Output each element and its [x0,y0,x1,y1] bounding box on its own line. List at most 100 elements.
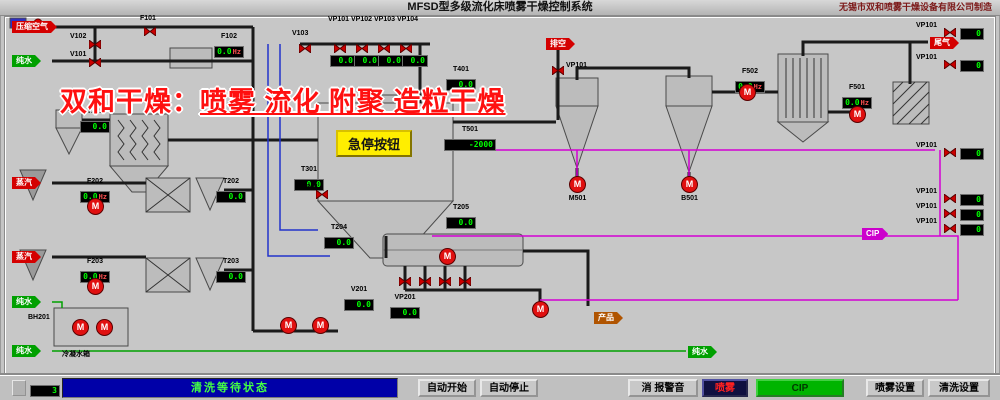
instrument-tag-label: T401 [453,66,469,73]
lcd-value: 0.0 [336,238,351,247]
instrument-tag-label: T201 [87,108,103,115]
valve-icon[interactable] [943,144,957,158]
lcd-value: 0.0 [845,98,860,107]
lcd-value: 0.0 [228,272,243,281]
valve-icon[interactable] [418,273,432,287]
valve-icon[interactable] [377,40,391,54]
valve-label: BH201 [28,314,50,321]
lcd-value: 0 [976,61,981,70]
instrument-T501: T501-2000 [444,126,496,152]
lcd-display: 0.0 [216,191,246,203]
valve-icon[interactable] [943,24,957,38]
valve-icon[interactable] [551,62,565,76]
flow-tag: CIP [862,228,888,240]
valve-icon[interactable] [458,273,472,287]
valve-icon[interactable] [398,273,412,287]
lcd-display: 0.0Hz [214,46,244,58]
instrument-display: 0 [960,204,984,222]
valve-icon[interactable] [943,220,957,234]
lcd-display: 0 [960,209,984,221]
emergency-stop-button[interactable]: 急停按钮 [336,130,413,157]
lcd-display: 0.0 [446,79,476,91]
pump-motor[interactable]: M [312,317,329,334]
auto-stop-button[interactable]: 自动停止 [480,379,538,397]
valve-icon[interactable] [333,40,347,54]
valve-icon[interactable] [88,36,102,50]
lcd-display: 0 [960,148,984,160]
pump-motor[interactable]: M [439,248,456,265]
valve-label: VP101 [566,62,588,69]
pump-motor[interactable]: M [87,278,104,295]
lcd-display: 0.0 [80,121,110,133]
clean-settings-button[interactable]: 清洗设置 [928,379,990,397]
lcd-value: 0.0 [458,218,473,227]
valve-label: V103 [292,30,309,37]
instrument-tag-label: VP201 [394,294,416,301]
pump-motor[interactable]: M [849,106,866,123]
lcd-value: 0.0 [356,300,371,309]
pump-motor[interactable]: M [739,84,756,101]
lcd-value: 0.0 [83,192,98,201]
valve-icon[interactable] [315,186,329,200]
pump-motor[interactable]: M [96,319,113,336]
flow-tag: 纯水 [12,55,41,67]
instrument-display: 0.0 [354,50,380,68]
lcd-value: -2000 [468,140,493,149]
valve-label: VP101 [916,54,938,61]
step-counter-lcd: 3 [30,385,60,397]
cip-mode-button[interactable]: CIP [756,379,844,397]
valve-label: VP103 [374,16,396,23]
lcd-value: 0.0 [338,56,353,65]
valve-label: VP101 [916,203,938,210]
spray-settings-button[interactable]: 喷雾设置 [866,379,924,397]
lcd-value: 0.0 [386,56,401,65]
lcd-display: 0.0 [390,307,420,319]
lcd-display: 0 [960,28,984,40]
valve-icon[interactable] [399,40,413,54]
lcd-display: 0 [960,224,984,236]
valve-icon[interactable] [143,23,157,37]
auto-start-button[interactable]: 自动开始 [418,379,476,397]
valve-icon[interactable] [943,190,957,204]
lcd-display: 0 [960,60,984,72]
pump-motor[interactable]: M [280,317,297,334]
valve-icon[interactable] [943,56,957,70]
lcd-display: 0.0 [344,299,374,311]
lcd-display: 0.0 [324,237,354,249]
lcd-unit: Hz [98,273,107,281]
valve-icon[interactable] [298,40,312,54]
pump-motor[interactable]: M [532,301,549,318]
instrument-tag-label: F501 [849,84,865,91]
instrument-tag-label: F203 [87,258,103,265]
lcd-display: 0.0 [216,271,246,283]
flow-tag: 产品 [594,312,623,324]
lcd-value: 0 [976,149,981,158]
valve-icon[interactable] [438,273,452,287]
instrument-tag-label: T301 [301,166,317,173]
valve-label: VP101 [916,218,938,225]
valve-label: VP101 [328,16,350,23]
spray-mode-button[interactable]: 喷雾 [702,379,748,397]
valve-icon[interactable] [355,40,369,54]
instrument-display: 0 [960,55,984,73]
status-message-bar: 清洗等待状态 [62,378,398,398]
instrument-display: 0 [960,189,984,207]
valve-label: VP102 [351,16,373,23]
pump-motor[interactable]: M [87,198,104,215]
lcd-unit: Hz [98,193,107,201]
mute-alarm-button[interactable]: 消 报警音 [628,379,698,397]
pump-motor[interactable]: M [72,319,89,336]
valve-icon[interactable] [943,205,957,219]
valve-icon[interactable] [88,54,102,68]
instrument-tag-label: V201 [350,286,368,293]
lcd-unit: Hz [753,83,762,91]
valve-label: V102 [70,33,87,40]
lcd-value: 0.0 [217,47,232,56]
lcd-value: 0.0 [228,192,243,201]
